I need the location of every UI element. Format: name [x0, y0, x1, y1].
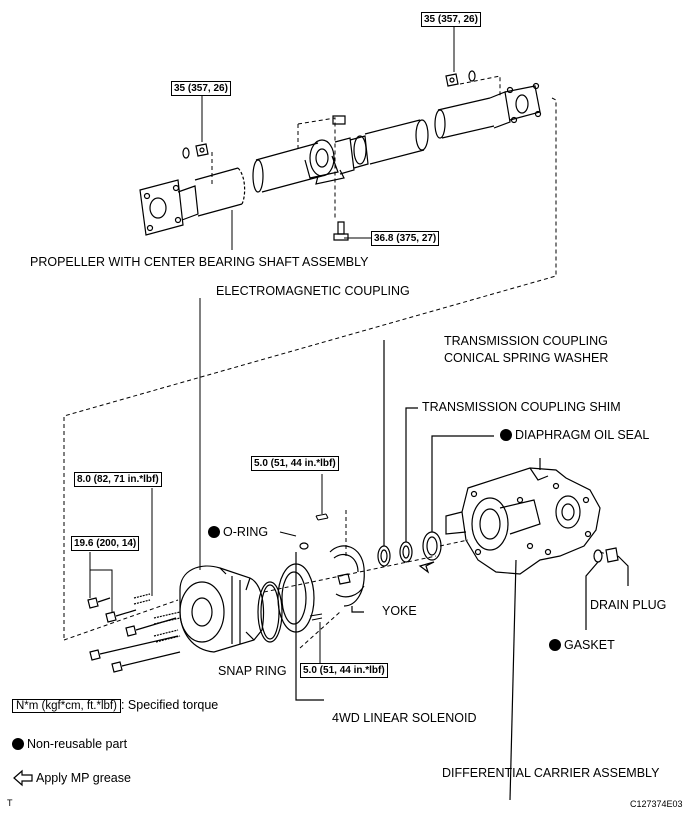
label-gasket: GASKET	[549, 638, 615, 653]
torque-top-left: 35 (357, 26)	[171, 81, 231, 96]
label-transmission-coupling-2: CONICAL SPRING WASHER	[444, 351, 609, 365]
label-diaphragm-oil-seal: DIAPHRAGM OIL SEAL	[500, 428, 649, 443]
legend-grease-text: Apply MP grease	[36, 771, 131, 785]
legend-torque: N*m (kgf*cm, ft.*lbf): Specified torque	[12, 698, 218, 714]
label-differential-carrier: DIFFERENTIAL CARRIER ASSEMBLY	[442, 766, 660, 780]
diaphragm-oil-seal	[418, 435, 494, 574]
figure-code: C127374E03	[630, 799, 683, 809]
non-reusable-icon	[549, 639, 561, 651]
gasket-text: GASKET	[564, 638, 615, 652]
solenoid-bolts	[279, 474, 329, 664]
legend-torque-box: N*m (kgf*cm, ft.*lbf)	[12, 699, 121, 713]
torque-center-bolt: 36.8 (375, 27)	[371, 231, 440, 246]
conical-spring-washer	[377, 340, 391, 567]
legend-torque-text: : Specified torque	[120, 698, 219, 712]
coupling-shim	[399, 407, 418, 563]
label-propeller: PROPELLER WITH CENTER BEARING SHAFT ASSE…	[30, 255, 369, 269]
filled-circle-icon	[12, 738, 24, 750]
torque-coupling-small: 8.0 (82, 71 in.*lbf)	[74, 472, 162, 487]
label-drain-plug: DRAIN PLUG	[590, 598, 667, 612]
propeller-shaft	[139, 70, 542, 241]
o-ring-text: O-RING	[223, 525, 269, 539]
label-transmission-coupling-1: TRANSMISSION COUPLING	[444, 334, 608, 348]
alignment-lines-mid	[263, 510, 437, 649]
label-linear-solenoid: 4WD LINEAR SOLENOID	[332, 711, 477, 725]
alignment-lines-top	[63, 75, 557, 641]
torque-top-right: 35 (357, 26)	[421, 12, 481, 27]
yoke	[329, 545, 365, 613]
label-coupling-shim: TRANSMISSION COUPLING SHIM	[422, 400, 621, 414]
linear-solenoid	[277, 542, 324, 701]
label-snap-ring: SNAP RING	[218, 664, 287, 678]
label-electromagnetic-coupling: ELECTROMAGNETIC COUPLING	[216, 284, 410, 298]
torque-solenoid-top: 5.0 (51, 44 in.*lbf)	[251, 456, 339, 471]
non-reusable-icon	[500, 429, 512, 441]
leaders-coupling	[89, 488, 153, 612]
alignment-lines-right	[439, 539, 607, 555]
electromagnetic-coupling	[87, 565, 265, 673]
drain-plug-and-gasket	[585, 547, 629, 630]
legend-non-reusable-text: Non-reusable part	[27, 737, 128, 751]
label-o-ring: O-RING	[208, 525, 268, 540]
non-reusable-icon	[208, 526, 220, 538]
differential-carrier	[445, 458, 601, 801]
label-yoke: YOKE	[382, 604, 417, 618]
torque-solenoid-bottom: 5.0 (51, 44 in.*lbf)	[300, 663, 388, 678]
legend-non-reusable: Non-reusable part	[12, 737, 127, 752]
diaphragm-oil-seal-text: DIAPHRAGM OIL SEAL	[515, 428, 650, 442]
torque-coupling-large: 19.6 (200, 14)	[71, 536, 140, 551]
corner-left-mark: T	[7, 798, 13, 808]
hollow-arrow-left-icon	[13, 769, 33, 787]
leaders-top	[199, 26, 455, 570]
